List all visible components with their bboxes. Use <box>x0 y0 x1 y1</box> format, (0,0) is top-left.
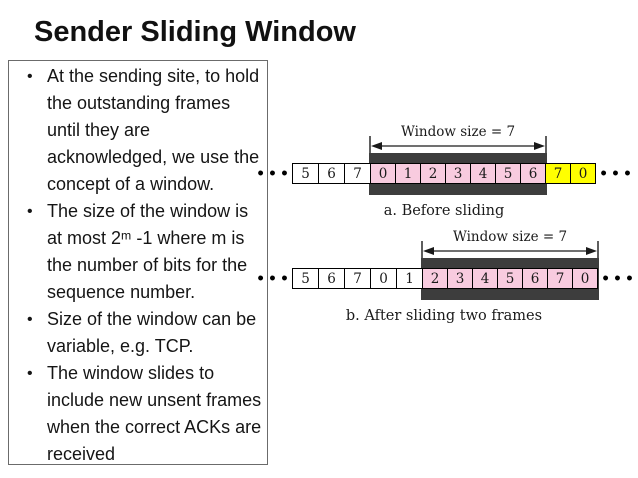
frame-cell: 5 <box>497 268 523 289</box>
frame-cell: 6 <box>318 268 345 289</box>
frame-cell: 3 <box>447 268 473 289</box>
bullet-item-window-slides: The window slides to include new unsent … <box>27 360 263 464</box>
window-span-arrow-icon <box>421 241 599 259</box>
frame-cell: 2 <box>420 163 446 184</box>
frame-cell: 3 <box>445 163 471 184</box>
frame-cell: 0 <box>570 163 596 184</box>
page-title: Sender Sliding Window <box>34 16 356 48</box>
frame-cell: 7 <box>547 268 573 289</box>
frame-cell: 7 <box>344 163 371 184</box>
window-span-arrow-icon <box>369 136 547 154</box>
frame-cell: 6 <box>522 268 548 289</box>
ellipsis-right: ••• <box>599 165 635 182</box>
diagram-caption: a. Before sliding <box>383 203 505 219</box>
frame-cell: 1 <box>395 163 421 184</box>
bullet-item-window-concept: At the sending site, to hold the outstan… <box>27 63 263 198</box>
ellipsis-right: ••• <box>601 270 637 287</box>
frame-cell: 1 <box>396 268 423 289</box>
frame-cell: 7 <box>545 163 571 184</box>
frame-cell: 7 <box>344 268 371 289</box>
bullet-box: At the sending site, to hold the outstan… <box>8 60 268 465</box>
bullet-item-variable-size: Size of the window can be variable, e.g.… <box>27 306 263 360</box>
frame-cell: 5 <box>495 163 521 184</box>
ellipsis-left: ••• <box>256 270 292 287</box>
frame-cell: 0 <box>572 268 598 289</box>
ellipsis-left: ••• <box>256 165 292 182</box>
frame-cell: 4 <box>470 163 496 184</box>
bullet-list: At the sending site, to hold the outstan… <box>9 63 267 464</box>
frame-cell: 5 <box>292 268 319 289</box>
frame-cell: 5 <box>292 163 319 184</box>
frame-cell: 2 <box>422 268 448 289</box>
window-size-label: Window size = 7 <box>400 124 516 140</box>
frame-cell: 6 <box>520 163 546 184</box>
frame-cell: 6 <box>318 163 345 184</box>
window-size-label: Window size = 7 <box>452 229 568 245</box>
frame-cell: 4 <box>472 268 498 289</box>
frame-cell: 0 <box>370 163 396 184</box>
bullet-item-window-size: The size of the window is at most 2ᵐ -1 … <box>27 198 263 306</box>
diagram-caption: b. After sliding two frames <box>345 308 543 324</box>
frame-cell: 0 <box>370 268 397 289</box>
